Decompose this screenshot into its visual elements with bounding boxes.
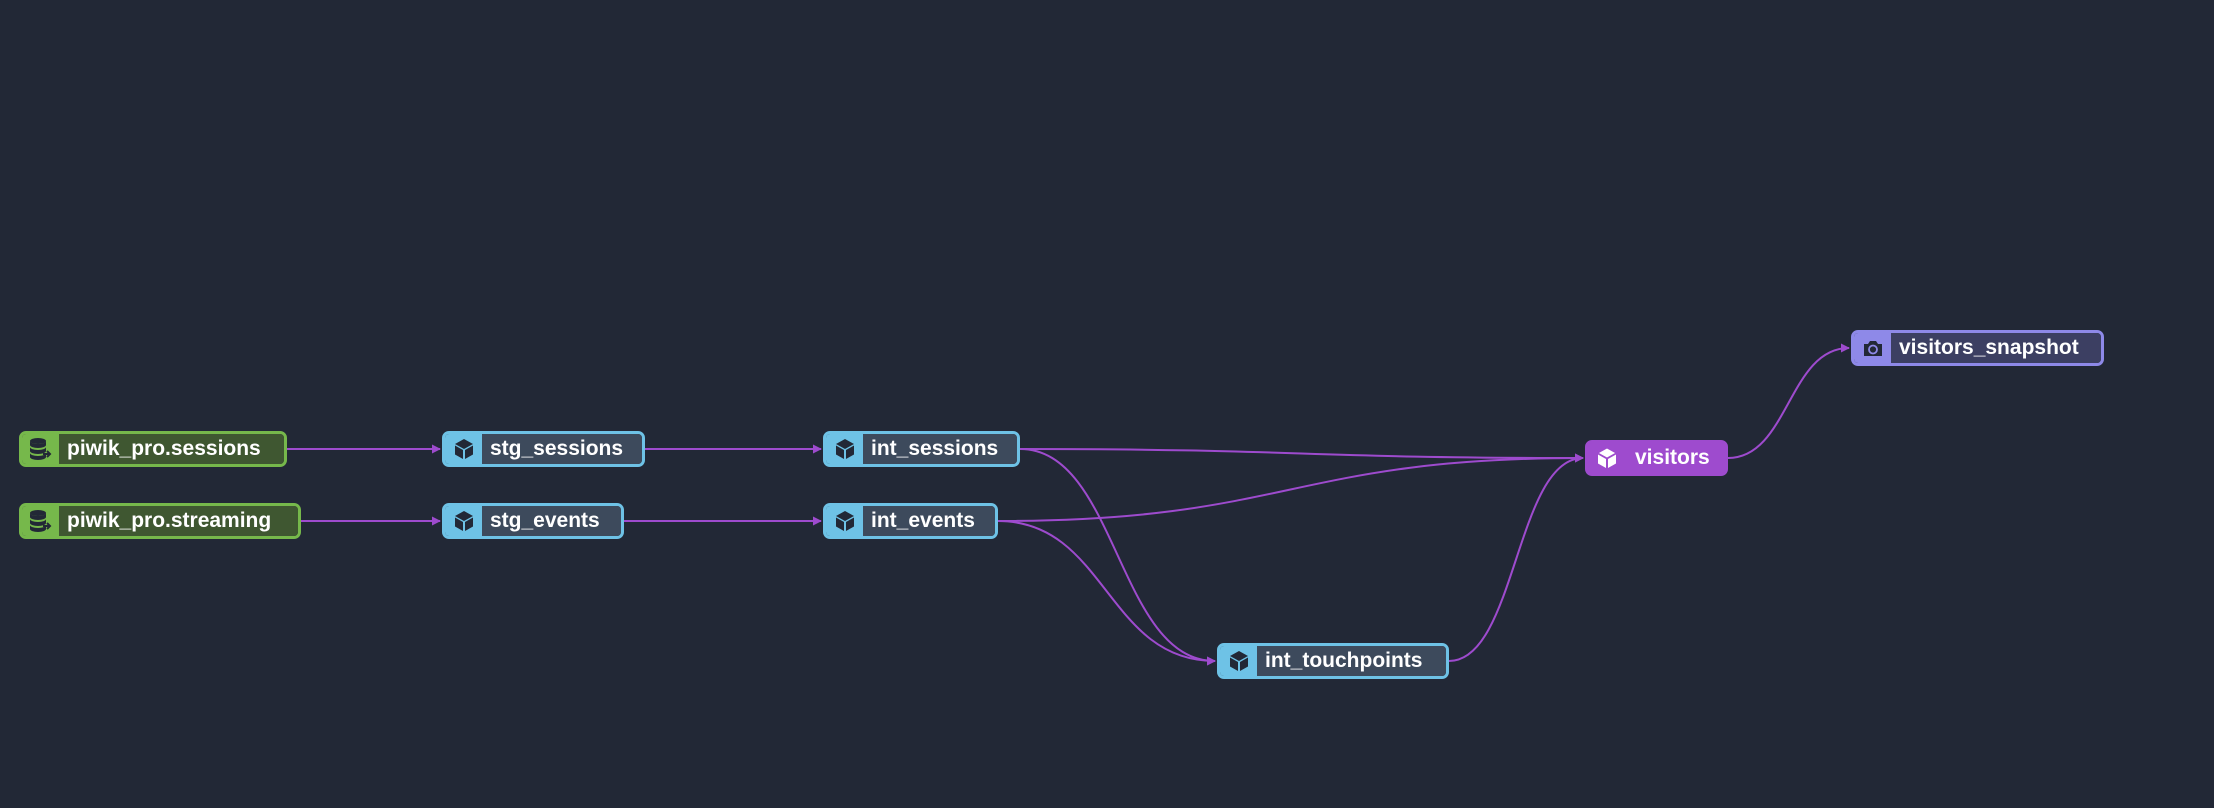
node-label: piwik_pro.sessions [59, 434, 284, 464]
node-label: visitors [1625, 443, 1725, 473]
edge-int_sessions-to-int_touchpoints [1019, 448, 1216, 666]
edge-visitors-to-visitors_snapshot [1727, 343, 1850, 459]
cube-icon [1588, 443, 1625, 473]
node-label: visitors_snapshot [1891, 333, 2101, 363]
node-stg-sessions[interactable]: stg_sessions [442, 431, 645, 467]
node-int-touchpoints[interactable]: int_touchpoints [1217, 643, 1449, 679]
cube-icon [445, 434, 482, 464]
database-icon [22, 434, 59, 464]
camera-icon [1854, 333, 1891, 363]
database-icon [22, 506, 59, 536]
edge-int_events-to-int_touchpoints [997, 520, 1216, 666]
node-stg-events[interactable]: stg_events [442, 503, 624, 539]
node-label: int_touchpoints [1257, 646, 1446, 676]
node-label: int_sessions [863, 434, 1017, 464]
node-visitors-snapshot[interactable]: visitors_snapshot [1851, 330, 2104, 366]
node-piwik-pro-streaming[interactable]: piwik_pro.streaming [19, 503, 301, 539]
edge-int_sessions-to-visitors [1019, 448, 1584, 463]
node-int-events[interactable]: int_events [823, 503, 998, 539]
node-label: int_events [863, 506, 995, 536]
node-int-sessions[interactable]: int_sessions [823, 431, 1020, 467]
node-label: stg_sessions [482, 434, 642, 464]
cube-icon [826, 434, 863, 464]
cube-icon [826, 506, 863, 536]
node-label: stg_events [482, 506, 621, 536]
edge-int_events-to-visitors [997, 453, 1584, 522]
cube-icon [1220, 646, 1257, 676]
node-label: piwik_pro.streaming [59, 506, 298, 536]
node-visitors[interactable]: visitors [1585, 440, 1728, 476]
cube-icon [445, 506, 482, 536]
node-piwik-pro-sessions[interactable]: piwik_pro.sessions [19, 431, 287, 467]
edge-int_touchpoints-to-visitors [1448, 453, 1584, 662]
